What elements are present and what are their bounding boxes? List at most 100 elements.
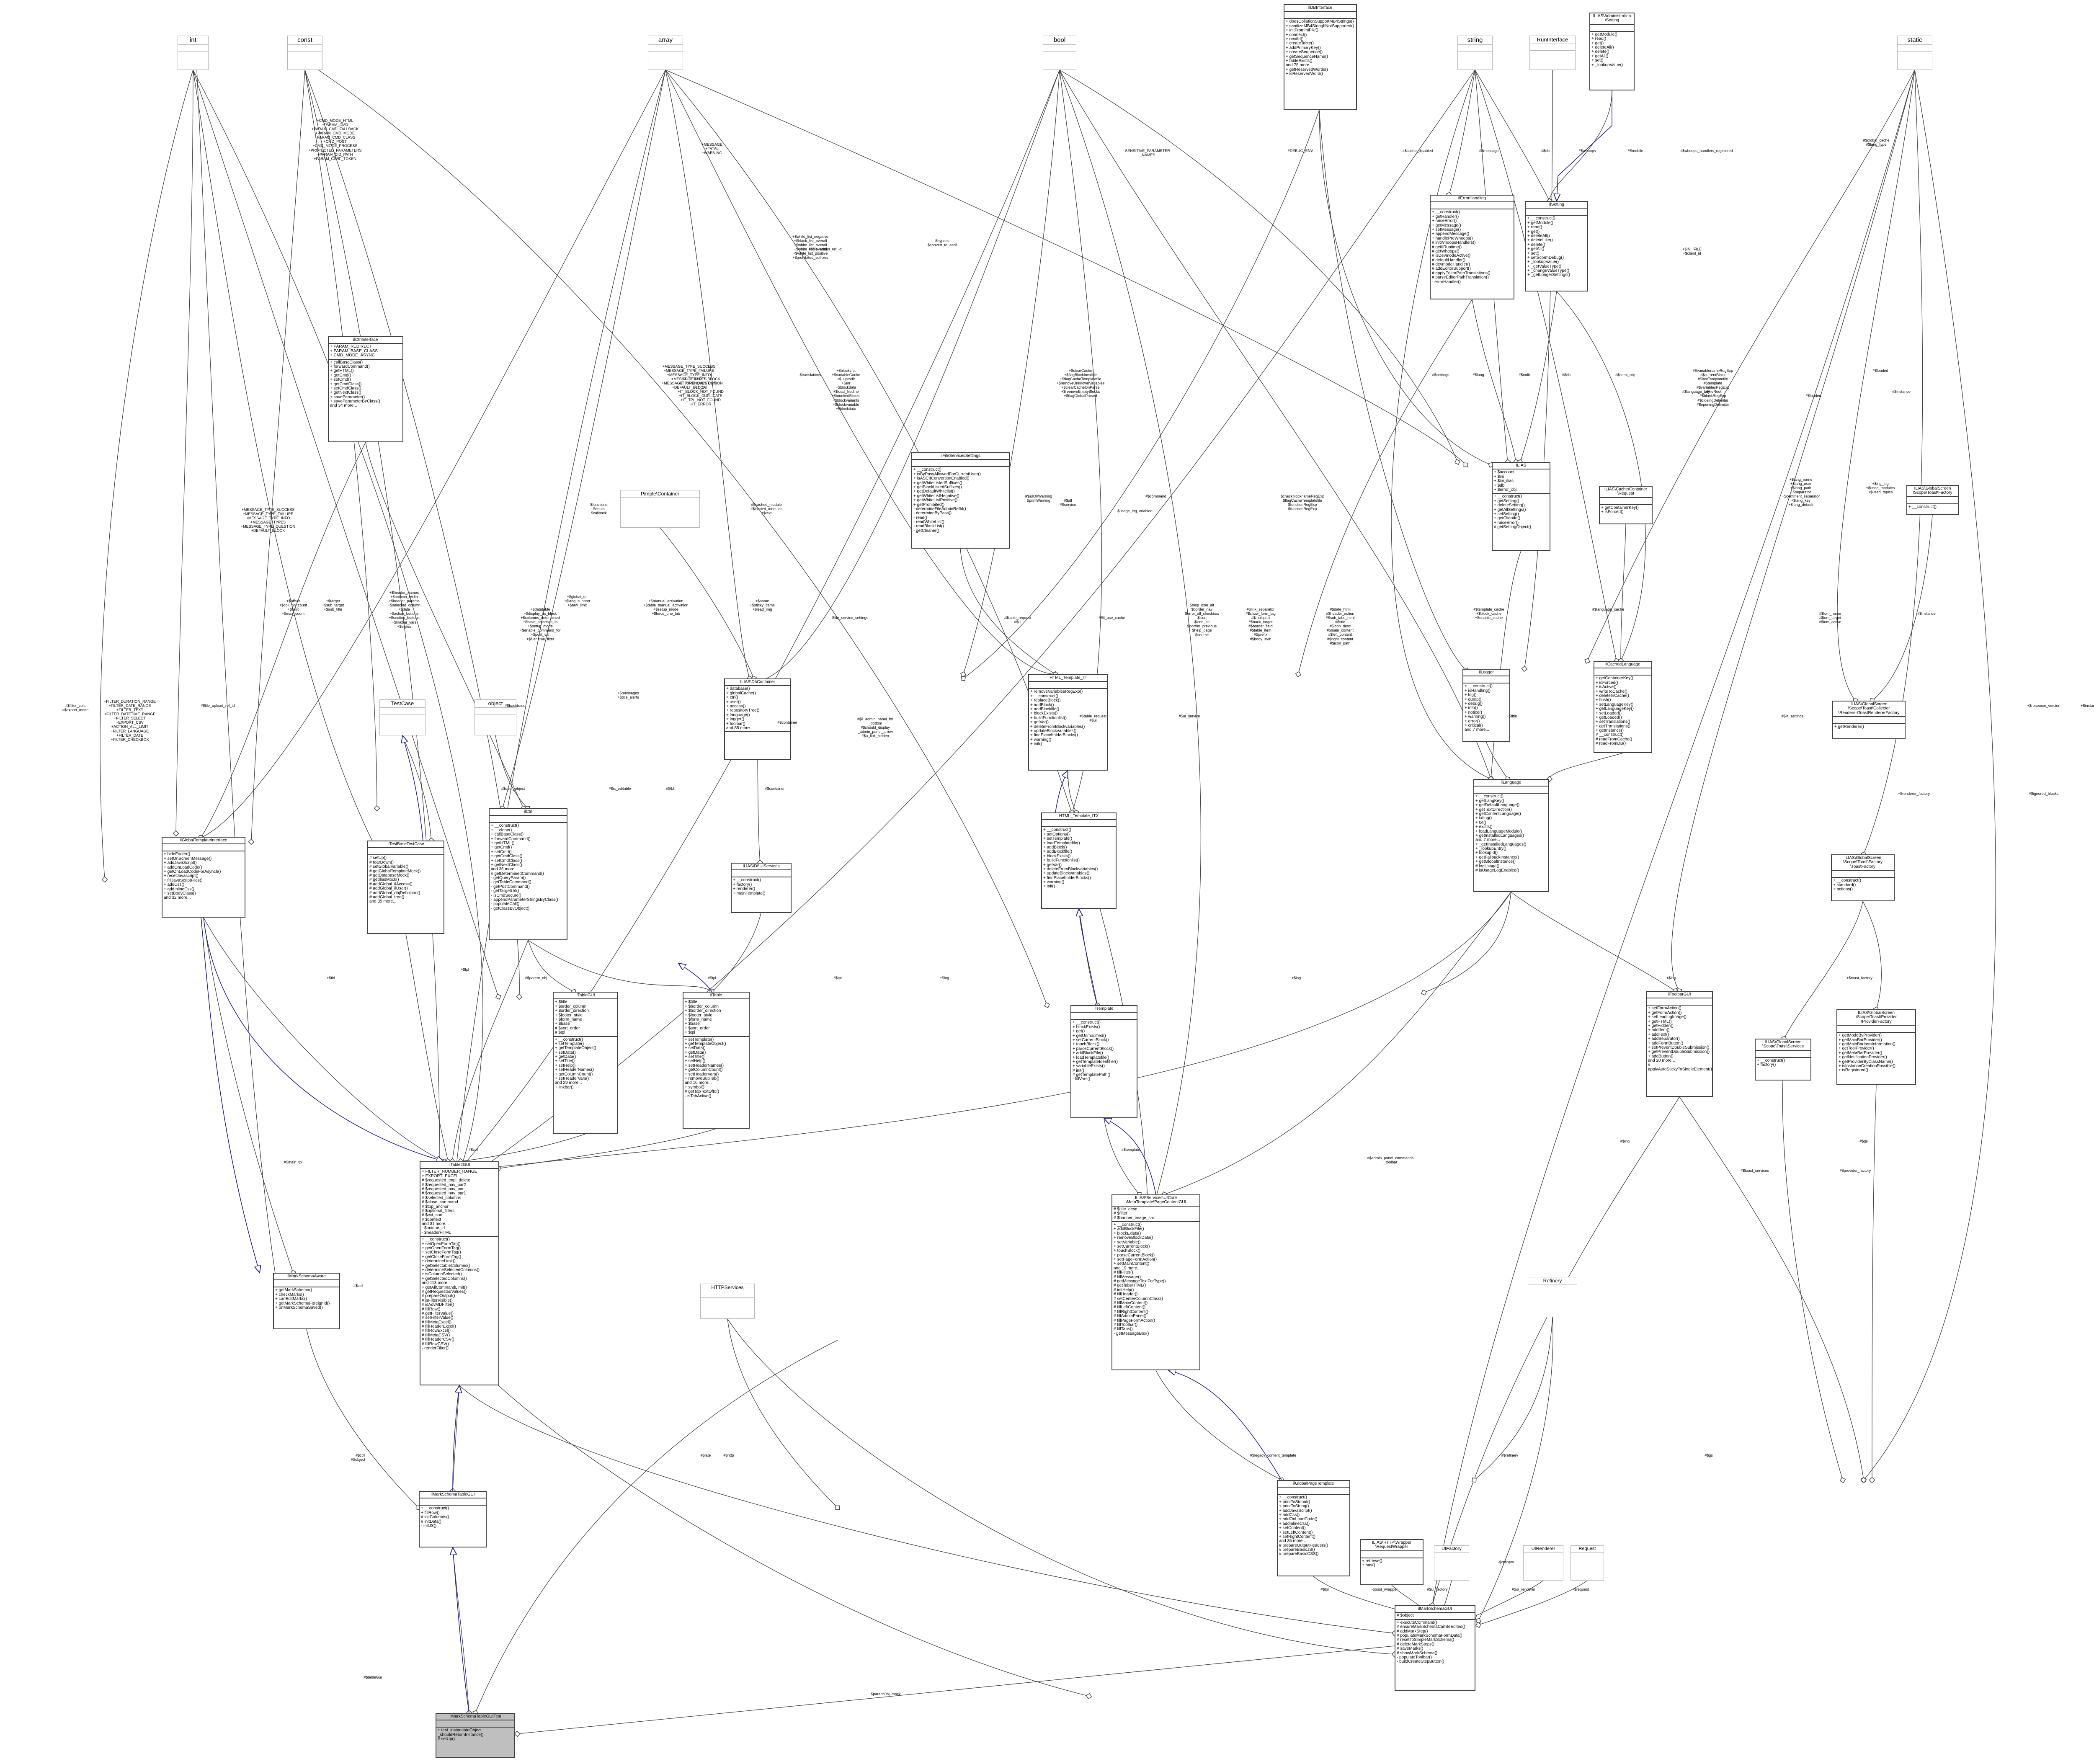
class-node-ilLanguage[interactable]: ilLanguage+ __construct() + getLangKey()… [1473,779,1549,892]
class-node-HTTPServices[interactable]: HTTPServices [700,1284,755,1319]
member-label-sub-lab-64: #$loaded [1805,394,1821,398]
member-label-bool-misc: +$while_list_negative +$black_list_overa… [792,235,828,260]
class-node-ILIAS[interactable]: ILIAS+ $account + $ini + $ini_ilias + $d… [1492,462,1550,551]
class-node-RunInterface[interactable]: RunInterface [1529,36,1576,70]
member-label-sub-lab-26: #$parent_obj [525,976,547,980]
class-node-attributes [1837,1025,1915,1032]
class-node-operations: + __construct() + getModule() + read() +… [1526,215,1587,278]
class-node-operations: + retrieve() + has() [1361,1557,1423,1569]
class-node-UIRenderer[interactable]: UIRenderer [1523,1545,1563,1581]
class-node-ilDBInterface[interactable]: ilDBInterface+ doesCollationSupportMB4St… [1284,4,1357,110]
member-label-sub-lab-21: #$ever_object [501,787,525,791]
member-label-sub-lab-44: #$legacy_content_template [1250,1453,1297,1457]
class-node-ILIASGlobalScreenScopeToastCollectorRendererToastRendererFactory2[interactable]: ILIAS\GlobalScreen \Scope\Toast\Services… [1755,1039,1811,1081]
class-node-ilSetting[interactable]: ilSetting+ __construct() + getModule() +… [1525,201,1588,291]
class-node-ILIASCacheContainerRequest[interactable]: ILIAS\Cache\Container \Request+ getConta… [1599,486,1653,524]
class-node-title: static [1907,36,1922,44]
class-node-operations [1524,1559,1563,1565]
class-node-ilTemplate[interactable]: ilTemplate+ __construct() + blockExists(… [1070,1005,1137,1118]
class-node-HTML_Template_IT[interactable]: HTML_Template_IT+ removeVariablesRegExp(… [1028,674,1108,771]
class-node-ilMarkSchemaTableGUI[interactable]: ilMarkSchemaTableGUI+ __construct() + fi… [419,1491,487,1547]
class-node-attributes [1361,1550,1423,1558]
member-label-sub-lab-42: #$ctrl [353,1284,363,1288]
class-node-attributes [1434,1552,1469,1559]
class-node-title: ILIAS [1516,463,1527,468]
class-node-ILIASHTTPWrapperRequestWrapper[interactable]: ILIAS\HTTP\Wrapper \RequestWrapper+ retr… [1360,1539,1424,1585]
class-node-ILIASGlobalScreenScopeToastCollectorRendererToastRendererFactory[interactable]: ILIAS\GlobalScreen \Scope\Toast\Collecto… [1832,701,1906,739]
class-node-UIFactory[interactable]: UIFactory [1434,1545,1469,1581]
class-node-ilMarkSchemaGUI[interactable]: ilMarkSchemaGUI# $object+ executeCommand… [1395,1605,1475,1691]
class-node-ilMarkSchemaTableGUITest[interactable]: ilMarkSchemaTableGUITest+ test_instantia… [436,1713,515,1758]
class-node-ilCtrlInterface[interactable]: ilCtrlInterface+ PARAM_REDIRECT + PARAM_… [328,336,403,442]
class-node-ilToolbarGUI[interactable]: ilToolbarGUI+ setFormAction() + getFormA… [1646,991,1713,1097]
member-label-sub-lab-20: #$file_upload_ref_id [201,704,235,708]
class-node-operations: + __construct() + factory() + renderer()… [732,877,791,897]
class-node-Refinery[interactable]: Refinery [1528,1277,1577,1317]
member-label-sub-lab-83: #$table_request #$ui [1004,616,1032,624]
class-node-Request[interactable]: Request [1570,1545,1604,1581]
class-node-title: ilTemplate [1094,1006,1114,1011]
class-node-ilCtrl[interactable]: ilCtrl+ __construct() + __clone() + call… [489,808,567,940]
member-label-sub-lab-61: #$loaded [1872,369,1888,373]
class-node-string[interactable]: string [1457,36,1493,70]
class-node-title: ilLogger [1479,670,1494,675]
class-node-PimpleContainer[interactable]: Pimple\Container [620,490,700,528]
class-node-ilTable[interactable]: ilTable+ $title + $border_column + $bord… [683,992,750,1129]
class-node-ilTable2GUI[interactable]: ilTable2GUI+ FILTER_NUMBER_RANGE + EXPOR… [420,1161,499,1385]
class-node-attributes [1898,44,1932,51]
class-node-ilTestBaseTestCase[interactable]: ilTestBaseTestCase# setUp() # tearDown()… [367,841,444,934]
member-label-sub-lab-43: #$object [351,1457,366,1462]
class-node-object[interactable]: object [475,699,516,735]
class-node-bool[interactable]: bool [1043,36,1076,70]
class-node-ilMarkSchemaAware[interactable]: ilMarkSchemaAware+ getMarkSchema() + che… [273,1273,340,1329]
class-node-operations [648,51,683,58]
member-label-sub-lab-54: #$tableGui [364,1675,382,1679]
class-node-attributes [436,1720,514,1727]
member-label-sub-lab-72: #$date_html #$header_action #$sub_tabs_h… [1326,607,1355,645]
class-node-ilTestCase[interactable]: TestCase [379,699,426,735]
class-node-attributes [1284,11,1356,18]
class-node-ilCachedLanguage[interactable]: ilCachedLanguage+ getContainerKey() + is… [1594,661,1652,753]
class-node-ilGlobalPageTemplate[interactable]: ilGlobalPageTemplate+ __construct() + pr… [1277,1480,1350,1576]
class-node-operations [475,714,516,721]
class-node-ilFileServicesSettings[interactable]: ilFileServicesSettings+ __construct() + … [911,452,1010,549]
class-node-title: ILIAS\GlobalScreen \Scope\Toast\Collecto… [1838,702,1900,715]
class-node-title: ilCtrlInterface [353,338,378,342]
class-node-ilDIUIServices[interactable]: ILIAS\DI\UIServices+ __construct() + fac… [731,863,792,913]
class-node-ILIASGlobalScreenScopeToastProviderProviderFactory[interactable]: ILIAS\GlobalScreen \Scope\Toast\Provider… [1836,1009,1916,1085]
class-node-attributes [475,707,516,714]
class-node-ilErrorHandling[interactable]: ilErrorHandling+ __construct() + getHand… [1430,195,1514,299]
member-label-sub-lab-77: #$allOnWarning $printWarning [1025,494,1052,503]
member-label-sub-lab-74: $help_icon_alt $border_nav $error_all_ch… [1185,603,1219,637]
class-node-ILIASGlobalScreenScopeToastFactory2[interactable]: ILIAS\GlobalScreen \Scope\Toast\Factory … [1831,854,1895,901]
class-node-attributes [1474,786,1548,793]
class-node-ilGlobalTemplateInterface[interactable]: ilGlobalTemplateInterface+ hideFooter() … [162,837,245,918]
class-node-ILIASAdministrationSetting[interactable]: ILIAS\Administration \Setting+ getModule… [1589,13,1635,90]
class-node-HTML_Template_ITX[interactable]: HTML_Template_ITX+ __construct() + setOp… [1041,812,1117,909]
class-node-ILIASGlobalScreenScopeToastFactory[interactable]: ILIAS\GlobalScreen \Scope\Toast\Factory+… [1906,485,1959,515]
class-node-attributes [1043,44,1076,51]
member-label-sub-lab-60: #$variablenameRegExp #$currentBlock #$la… [1692,369,1733,407]
member-label-sub-lab-7: +$datatable +$display_as_block +$columns… [520,607,561,641]
member-label-sub-lab-32: #$ctrl [468,1148,478,1152]
class-node-static[interactable]: static [1897,36,1932,70]
class-node-title: UIFactory [1442,1546,1462,1551]
class-node-int[interactable]: int [178,36,209,70]
class-node-title: ilMarkSchemaGUI [1418,1607,1452,1611]
class-node-array[interactable]: array [648,36,683,70]
class-node-ilTableGUI[interactable]: ilTableGUI+ $title + $order_column + $or… [553,992,618,1134]
class-node-ilDIContainer[interactable]: ILIAS\DI\Container+ database() + globalC… [724,678,791,760]
class-node-title: ilTable2GUI [449,1163,470,1167]
class-node-attributes: + $title + $border_column + $border_dire… [683,998,749,1036]
class-node-attributes: # $object [1395,1612,1475,1619]
class-node-title: TestCase [391,700,414,707]
class-node-const[interactable]: const [287,36,322,70]
member-label-array-msgs: +MESSAGE +FATAL +WARNING [701,142,722,155]
class-node-title: ilDBInterface [1308,5,1333,10]
class-node-attributes: + $title + $order_column + $order_direct… [554,998,617,1036]
class-node-ilLogger[interactable]: ilLogger+ __construct() + isHandling() +… [1462,669,1510,742]
class-node-ILIASServicesUICoreMetaTemplatePageContentGUI[interactable]: ILIAS\Services\UICore \MetaTemplate\Page… [1111,1194,1200,1370]
member-label-sub-lab-23: #$tbl [666,787,674,791]
member-label-sub-lab-29: +$lng [1666,976,1676,980]
class-node-title: HTTPServices [711,1284,744,1290]
